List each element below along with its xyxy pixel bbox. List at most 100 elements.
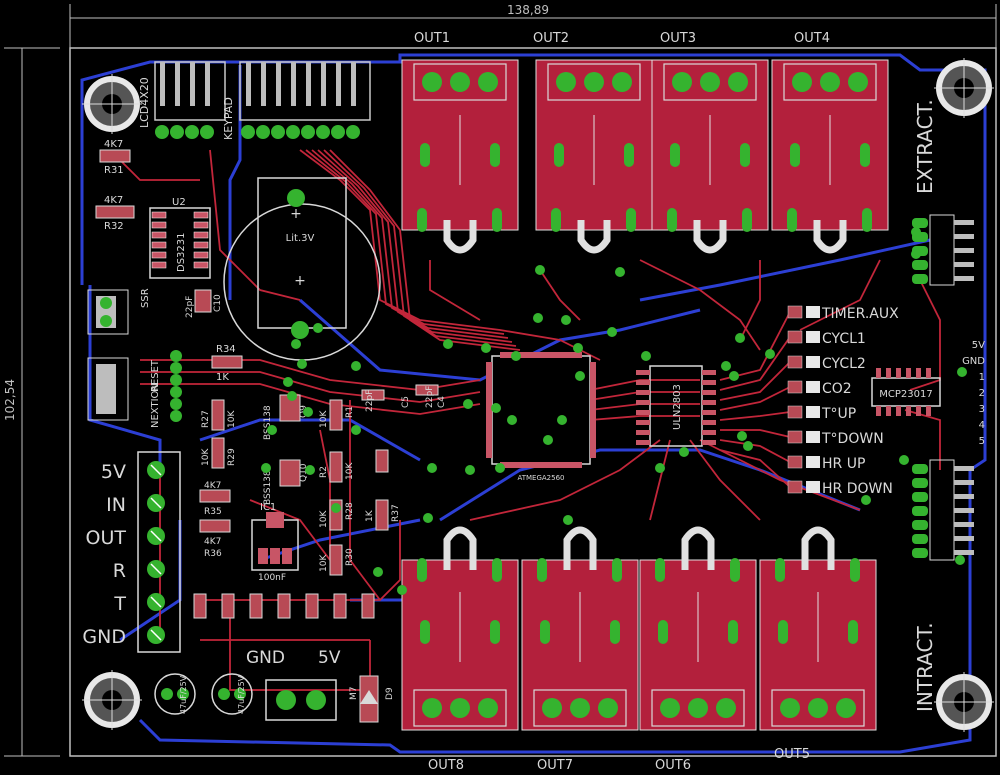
terminal-label-4: T xyxy=(113,593,126,615)
r35-label: R35 xyxy=(204,507,222,517)
q10-label: Q10 xyxy=(299,463,309,482)
input-row: CYCL1 xyxy=(787,330,866,347)
relay-top-2 xyxy=(535,59,653,254)
relay-bottom-4 xyxy=(759,526,877,731)
relay-bottom-2 xyxy=(521,526,639,731)
output-label-out6: OUT6 xyxy=(655,758,691,773)
r27-label: R27 xyxy=(201,410,211,428)
input-label-0: TIMER.AUX xyxy=(821,306,899,322)
resistor-r32 xyxy=(95,205,135,219)
c4-label: C4 xyxy=(437,396,447,408)
connector-pin-label-5: 4 xyxy=(979,420,985,431)
relay-bottom-3 xyxy=(639,526,757,731)
output-label-out4: OUT4 xyxy=(794,31,830,46)
output-label-out2: OUT2 xyxy=(533,31,569,46)
top-layer-traces xyxy=(119,149,941,700)
svg-text:+: + xyxy=(290,206,302,222)
mounting-hole xyxy=(82,74,142,134)
mounting-hole xyxy=(934,58,994,118)
c3-value: 22pF xyxy=(365,390,375,412)
extract-connector xyxy=(912,214,974,286)
r28-value: 10K xyxy=(319,510,329,528)
r2-value: 10K xyxy=(345,462,355,480)
connector-pin-label-6: 5 xyxy=(979,436,985,447)
ds3231-label: DS3231 xyxy=(176,233,187,273)
relays-top xyxy=(401,59,889,254)
r29-value: 10K xyxy=(201,448,211,466)
relay-top-3 xyxy=(651,59,769,254)
mcp-label: MCP23017 xyxy=(879,389,932,400)
input-row: CO2 xyxy=(787,380,852,397)
input-row: CYCL2 xyxy=(787,355,866,372)
cap-a-value: 47uF/25V xyxy=(179,675,188,714)
r34-value: 1K xyxy=(216,372,229,383)
input-label-2: CYCL2 xyxy=(822,356,866,372)
nextion-label: NEXTION xyxy=(150,383,161,428)
connector-pin-label-3: 2 xyxy=(979,388,985,399)
input-row: HR UP xyxy=(787,455,865,472)
terminal-label-5: GND xyxy=(82,626,126,648)
lcd-label: LCD4X20 xyxy=(138,77,151,128)
ssr-label: SSR xyxy=(140,288,151,308)
bss138-label-2: BSS138 xyxy=(263,470,273,505)
resistor-r34 xyxy=(211,355,243,369)
input-label-6: HR UP xyxy=(822,456,865,472)
c6-value: 22pF xyxy=(425,386,435,408)
mounting-holes xyxy=(82,58,994,732)
lcd-header xyxy=(154,61,226,139)
height-dimension: 102,54 xyxy=(3,379,17,421)
ds3231-chip xyxy=(149,207,211,279)
connector-pin-label-0: 5V xyxy=(972,340,985,351)
c10-label: C10 xyxy=(213,294,223,312)
input-row: T°DOWN xyxy=(787,430,884,447)
connector-pin-label-4: 3 xyxy=(979,404,985,415)
5v-label: 5V xyxy=(318,648,341,668)
r37-value: 1K xyxy=(365,509,375,522)
dimension-lines xyxy=(4,4,997,757)
battery-holder: + + xyxy=(223,177,381,361)
r1-value: 10K xyxy=(319,410,329,428)
input-row: T°UP xyxy=(787,405,856,422)
output-label-out8: OUT8 xyxy=(428,758,464,773)
uln2803-chip xyxy=(636,365,716,447)
cap-b-value: 47uF/25V xyxy=(237,675,246,714)
ssr-connector xyxy=(87,289,129,335)
output-label-out7: OUT7 xyxy=(537,758,573,773)
r30-label: R30 xyxy=(345,548,355,566)
relay-bottom-1 xyxy=(401,526,519,731)
terminal-label-2: OUT xyxy=(86,527,127,549)
capacitor-bank xyxy=(193,593,375,619)
relays-bottom xyxy=(401,526,877,731)
r27-value: 10K xyxy=(227,410,237,428)
keypad-label: KEYPAD xyxy=(222,97,235,140)
input-label-7: HR DOWN xyxy=(822,481,893,497)
r36-value: 4K7 xyxy=(204,537,221,547)
reset-label: RESET xyxy=(150,359,161,392)
r31-value: 4K7 xyxy=(104,139,123,150)
r2-label: R2 xyxy=(319,466,329,478)
input-label-5: T°DOWN xyxy=(821,431,884,447)
mcp23017-chip xyxy=(871,368,941,416)
terminal-label-3: R xyxy=(113,560,126,582)
ic1-regulator xyxy=(251,512,299,571)
intract-connector xyxy=(912,459,974,561)
r32-label: R32 xyxy=(104,221,124,232)
power-connector xyxy=(265,679,337,721)
relay-top-1 xyxy=(401,59,519,254)
d9-label: D9 xyxy=(385,687,395,700)
r32-value: 4K7 xyxy=(104,195,123,206)
battery-label: Lit.3V xyxy=(286,233,315,244)
gnd-label: GND xyxy=(246,648,285,668)
r37-label: R37 xyxy=(391,504,401,522)
keypad-header xyxy=(239,61,371,139)
mcu-chip xyxy=(486,352,596,468)
u2-label: U2 xyxy=(172,197,186,208)
resistor-cluster xyxy=(199,384,439,576)
input-label-3: CO2 xyxy=(822,381,852,397)
width-dimension: 138,89 xyxy=(507,3,549,17)
input-row: HR DOWN xyxy=(787,480,893,497)
terminal-label-0: 5V xyxy=(101,461,126,483)
svg-text:+: + xyxy=(294,273,306,289)
terminal-block xyxy=(137,451,181,653)
